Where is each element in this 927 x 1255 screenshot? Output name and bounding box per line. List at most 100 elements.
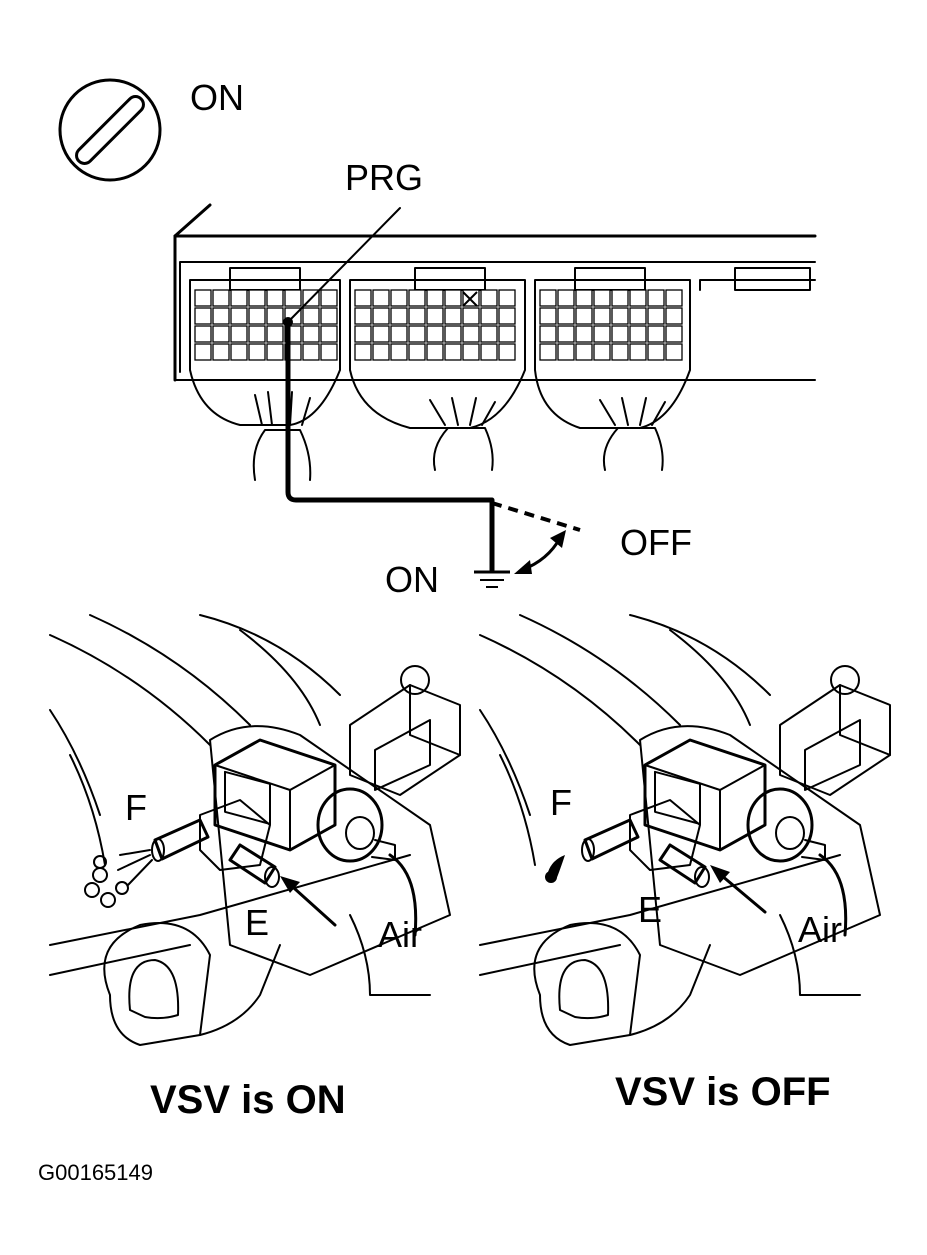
connector-pin xyxy=(539,325,557,343)
connector-pin xyxy=(266,343,284,361)
connector-pin xyxy=(647,325,665,343)
connector-pin xyxy=(647,307,665,325)
connector-pin xyxy=(320,307,338,325)
air-spray-icon xyxy=(84,849,153,908)
double-arrow-icon xyxy=(514,530,566,574)
connector-pin xyxy=(557,307,575,325)
left-port-e-label: E xyxy=(245,902,269,943)
connector-pin xyxy=(480,343,498,361)
connector-pin xyxy=(629,325,647,343)
unused-pin-mark xyxy=(462,291,478,307)
connector-pin xyxy=(665,343,683,361)
connector-pin xyxy=(557,343,575,361)
figure-id: G00165149 xyxy=(38,1160,153,1185)
connector-pin xyxy=(266,289,284,307)
connector-pin xyxy=(212,307,230,325)
connector-pin xyxy=(230,325,248,343)
connector-pin xyxy=(408,325,426,343)
connector-pin xyxy=(408,343,426,361)
jumper-wire xyxy=(285,319,581,573)
connector-pin xyxy=(462,325,480,343)
connector-pin xyxy=(426,307,444,325)
connector-pin xyxy=(462,307,480,325)
connector-pin xyxy=(194,325,212,343)
connector-pin xyxy=(284,289,302,307)
connector-pin xyxy=(408,307,426,325)
connector-pin xyxy=(498,343,516,361)
air-arrow-icon xyxy=(280,876,337,927)
connector-pin xyxy=(557,325,575,343)
connector-pin xyxy=(248,307,266,325)
connector-pin xyxy=(372,307,390,325)
connector-pin xyxy=(444,307,462,325)
connector-pin xyxy=(593,343,611,361)
connector-pin xyxy=(575,343,593,361)
connector-pin xyxy=(302,343,320,361)
connector-pin xyxy=(593,325,611,343)
connector-pin xyxy=(480,307,498,325)
connector-pin xyxy=(354,307,372,325)
right-port-e-label: E xyxy=(638,889,662,930)
connector-pin xyxy=(426,343,444,361)
connector-pin xyxy=(320,289,338,307)
connector-pin xyxy=(593,307,611,325)
ignition-key-icon xyxy=(58,78,162,182)
connector-pin xyxy=(194,343,212,361)
connector-pin xyxy=(212,289,230,307)
connector-pin xyxy=(539,307,557,325)
connector-pin xyxy=(194,307,212,325)
connector-pin xyxy=(390,325,408,343)
connector-pin xyxy=(593,289,611,307)
key-on-label: ON xyxy=(190,77,244,118)
connector-pin xyxy=(230,307,248,325)
connector-pin xyxy=(611,307,629,325)
connector-pin xyxy=(665,325,683,343)
connector-pin xyxy=(372,343,390,361)
connector-pin xyxy=(266,307,284,325)
connector-pin xyxy=(611,343,629,361)
connector-pin xyxy=(354,289,372,307)
connector-pin xyxy=(611,325,629,343)
closed-port-drop-icon xyxy=(545,855,565,883)
left-caption: VSV is ON xyxy=(150,1078,346,1122)
right-caption: VSV is OFF xyxy=(615,1070,831,1114)
connector-pin xyxy=(539,343,557,361)
connector-pin xyxy=(611,289,629,307)
left-port-f-label: F xyxy=(125,787,147,828)
connector-pin xyxy=(230,343,248,361)
connector-pin xyxy=(539,289,557,307)
connector-pin xyxy=(248,325,266,343)
connector-pin xyxy=(390,343,408,361)
connector-pin xyxy=(462,343,480,361)
left-panel: F E Air VSV is ON xyxy=(48,613,462,1122)
connector-pin xyxy=(498,307,516,325)
connector-pin xyxy=(248,343,266,361)
connector-pin xyxy=(372,289,390,307)
connector-pin xyxy=(372,325,390,343)
connector-pin xyxy=(390,307,408,325)
connector-pin xyxy=(498,325,516,343)
connector-pin xyxy=(444,343,462,361)
connector-pin xyxy=(557,289,575,307)
connector-pin xyxy=(194,289,212,307)
air-arrow-icon xyxy=(710,865,767,914)
prg-leader-line xyxy=(287,207,401,323)
connector-pin xyxy=(629,289,647,307)
connector-pin xyxy=(665,289,683,307)
connector-pin xyxy=(629,343,647,361)
connector-pin xyxy=(354,325,372,343)
right-air-label: Air xyxy=(798,909,842,950)
connector-pin xyxy=(480,325,498,343)
connector-pin xyxy=(354,343,372,361)
connector-pin xyxy=(266,325,284,343)
left-air-label: Air xyxy=(378,914,422,955)
connector-pin xyxy=(408,289,426,307)
switch-on-label: ON xyxy=(385,559,439,600)
prg-terminal-label: PRG xyxy=(345,157,423,198)
right-port-f-label: F xyxy=(550,782,572,823)
connector-pin xyxy=(647,289,665,307)
right-panel: F E Air VSV is OFF xyxy=(478,613,892,1114)
ecu-connector xyxy=(173,203,817,481)
connector-pin xyxy=(629,307,647,325)
